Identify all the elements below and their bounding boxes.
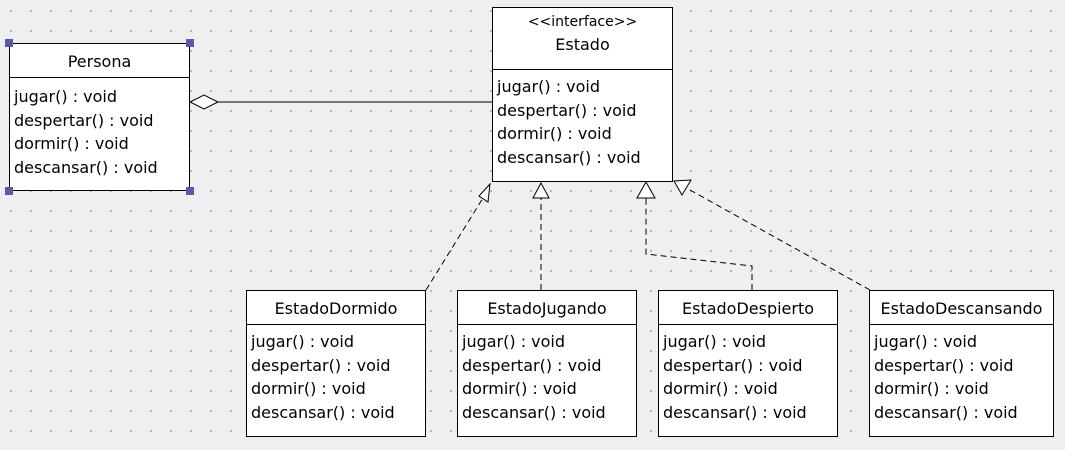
operation: dormir() : void	[874, 379, 989, 398]
aggregation-diamond-icon	[188, 94, 220, 110]
class-estado-descansando[interactable]: EstadoDescansando jugar() : void despert…	[869, 290, 1054, 437]
class-estado-dormido-header: EstadoDormido	[247, 291, 425, 325]
class-estado-stereotype: <<interface>>	[527, 14, 638, 30]
operation: despertar() : void	[14, 110, 154, 130]
class-estado-despierto-header: EstadoDespierto	[659, 291, 837, 325]
realization-estadodormido-estado[interactable]	[425, 182, 491, 291]
operation: despertar() : void	[874, 355, 1014, 375]
selection-handle[interactable]	[5, 187, 13, 195]
class-estado-header: <<interface>> Estado	[493, 8, 672, 70]
operation: dormir() : void	[14, 134, 129, 153]
class-persona-operations: jugar() : void despertar() : void dormir…	[10, 78, 189, 179]
operation: descansar() : void	[663, 402, 807, 422]
class-estado-descansando-header: EstadoDescansando	[870, 291, 1053, 325]
class-estado-interface[interactable]: <<interface>> Estado jugar() : void desp…	[492, 7, 673, 182]
class-estado-name: Estado	[555, 35, 610, 54]
realization-estadodescansando-estado[interactable]	[673, 179, 871, 291]
operation: despertar() : void	[663, 355, 803, 375]
class-estado-descansando-operations: jugar() : void despertar() : void dormir…	[870, 325, 1053, 424]
operation: descansar() : void	[14, 157, 158, 177]
class-persona-name: Persona	[67, 52, 132, 71]
operation: dormir() : void	[251, 379, 366, 398]
operation: despertar() : void	[251, 355, 391, 375]
operation: descansar() : void	[874, 402, 1018, 422]
class-estado-operations: jugar() : void despertar() : void dormir…	[493, 70, 672, 169]
class-estado-jugando-name: EstadoJugando	[487, 299, 607, 318]
class-estado-jugando[interactable]: EstadoJugando jugar() : void despertar()…	[457, 290, 637, 437]
operation: dormir() : void	[663, 379, 778, 398]
operation: despertar() : void	[462, 355, 602, 375]
class-estado-despierto[interactable]: EstadoDespierto jugar() : void despertar…	[658, 290, 838, 437]
operation: despertar() : void	[497, 100, 637, 120]
operation: dormir() : void	[497, 124, 612, 143]
class-estado-dormido-name: EstadoDormido	[274, 299, 398, 318]
realization-estadojugando-estado[interactable]	[532, 181, 550, 290]
operation: jugar() : void	[497, 77, 601, 96]
class-estado-dormido[interactable]: EstadoDormido jugar() : void despertar()…	[246, 290, 426, 437]
class-estado-descansando-name: EstadoDescansando	[880, 299, 1043, 318]
class-persona[interactable]: Persona jugar() : void despertar() : voi…	[9, 43, 190, 191]
operation: jugar() : void	[251, 332, 355, 351]
operation: descansar() : void	[497, 147, 641, 167]
operation: jugar() : void	[14, 87, 118, 106]
realization-estadodespierto-estado[interactable]	[636, 180, 753, 290]
realization-arrowhead-icon	[478, 182, 491, 203]
realization-arrowhead-icon	[673, 179, 692, 196]
realization-arrowhead-icon	[636, 180, 656, 199]
operation: jugar() : void	[874, 332, 978, 351]
operation: descansar() : void	[251, 402, 395, 422]
class-estado-jugando-operations: jugar() : void despertar() : void dormir…	[458, 325, 636, 424]
class-estado-jugando-header: EstadoJugando	[458, 291, 636, 325]
selection-handle[interactable]	[186, 39, 194, 47]
operation: descansar() : void	[462, 402, 606, 422]
class-estado-dormido-operations: jugar() : void despertar() : void dormir…	[247, 325, 425, 424]
class-estado-despierto-name: EstadoDespierto	[681, 299, 815, 318]
class-estado-despierto-operations: jugar() : void despertar() : void dormir…	[659, 325, 837, 424]
aggregation-persona-estado[interactable]	[188, 94, 492, 110]
realization-arrowhead-icon	[532, 181, 550, 199]
operation: jugar() : void	[462, 332, 566, 351]
operation: dormir() : void	[462, 379, 577, 398]
selection-handle[interactable]	[186, 187, 194, 195]
class-persona-header: Persona	[10, 44, 189, 78]
selection-handle[interactable]	[5, 39, 13, 47]
operation: jugar() : void	[663, 332, 767, 351]
